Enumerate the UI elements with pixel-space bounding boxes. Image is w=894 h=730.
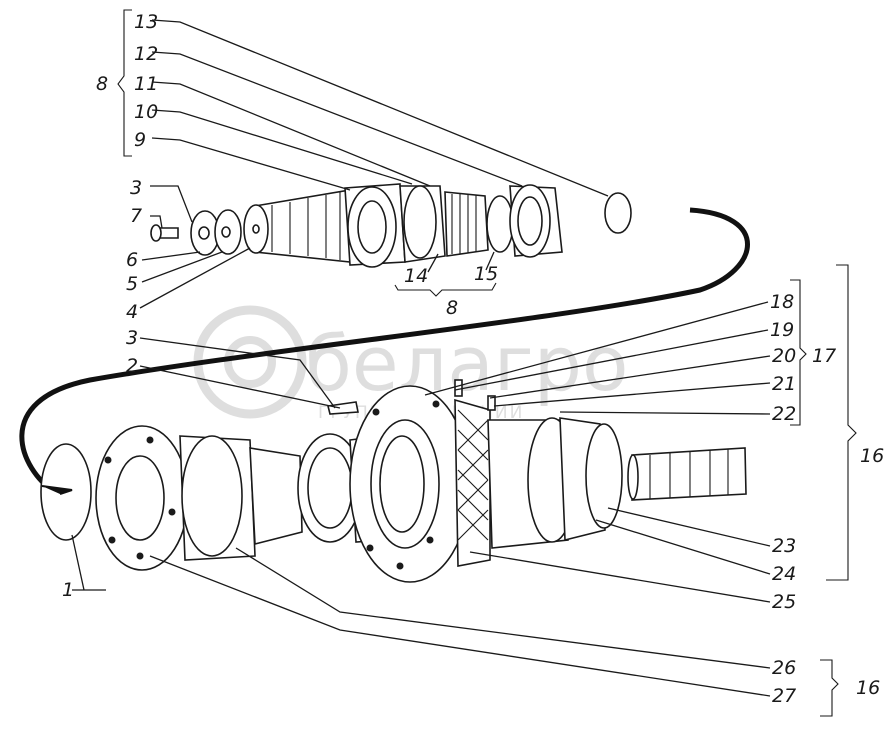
pin-20 [487, 395, 496, 411]
bracket-8-bottom [394, 282, 497, 297]
callout-5: 5 [126, 273, 138, 295]
knurled-ring-21 [454, 398, 491, 567]
leader-lines [71, 19, 771, 697]
callout-26: 26 [772, 657, 796, 679]
seal-13 [604, 192, 632, 234]
spline-shaft-23 [631, 447, 747, 501]
callout-4: 4 [126, 301, 138, 323]
spring-14 [444, 191, 489, 257]
hose-curve [19, 207, 750, 495]
pin-19 [454, 379, 463, 397]
callout-22: 22 [772, 403, 796, 425]
ring-24 [585, 423, 623, 529]
bracket-17 [790, 279, 807, 426]
callout-10: 10 [134, 101, 158, 123]
callout-14: 14 [404, 265, 428, 287]
bolt-3 [327, 401, 359, 415]
callout-25: 25 [772, 591, 796, 613]
callout-6: 6 [126, 249, 138, 271]
watermark: белагро ГРУППА КОМПАНИИ [193, 305, 628, 423]
bracket-16-bottom [820, 659, 839, 717]
callout-labels: 13 12 11 10 9 8 3 7 6 5 4 3 2 14 15 8 18… [62, 11, 884, 707]
callout-9: 9 [134, 129, 146, 151]
callout-19: 19 [770, 319, 794, 341]
upper-assembly [150, 183, 632, 268]
callout-24: 24 [772, 563, 796, 585]
callout-1: 1 [62, 579, 74, 601]
callout-11: 11 [134, 73, 158, 95]
callout-27: 27 [772, 685, 796, 707]
bracket-16-right [826, 264, 857, 581]
callout-18: 18 [770, 291, 794, 313]
callout-12: 12 [134, 43, 158, 65]
callout-16-right: 16 [860, 445, 884, 467]
watermark-brand: белагро [305, 319, 628, 408]
callout-7: 7 [130, 205, 142, 227]
bolt-7-head [150, 224, 162, 242]
ring-15 [486, 195, 514, 253]
lower-assembly [40, 379, 747, 583]
callout-2: 2 [126, 355, 138, 377]
callout-3-bottom: 3 [126, 327, 138, 349]
shaft-4 [254, 189, 351, 263]
bracket-8-top [117, 9, 132, 157]
callout-8-bottom: 8 [446, 297, 458, 319]
callout-16-bottom: 16 [856, 677, 880, 699]
callout-21: 21 [772, 373, 796, 395]
callout-20: 20 [772, 345, 796, 367]
callout-8-top: 8 [96, 73, 108, 95]
brackets [117, 9, 857, 717]
callout-3-top: 3 [130, 177, 142, 199]
callout-23: 23 [772, 535, 796, 557]
callout-15: 15 [474, 263, 498, 285]
callout-13: 13 [134, 11, 158, 33]
callout-17: 17 [812, 345, 836, 367]
